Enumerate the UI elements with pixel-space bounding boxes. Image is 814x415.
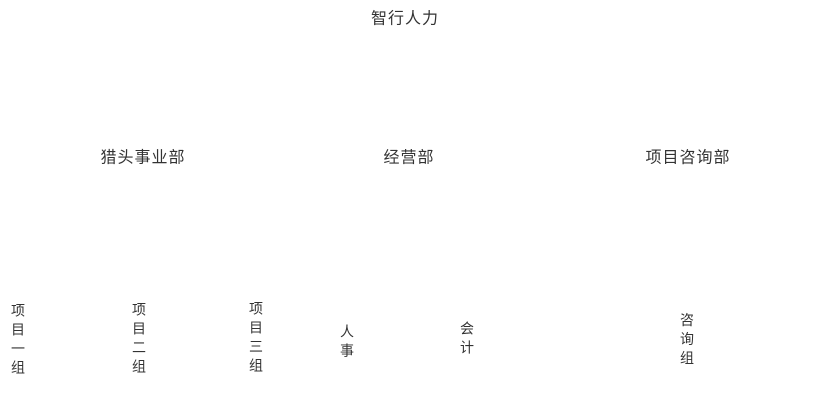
org-node-team[interactable]: 项目二组 <box>130 302 146 378</box>
org-node-department[interactable]: 猎头事业部 <box>100 147 186 167</box>
org-node-team[interactable]: 咨询组 <box>678 312 694 370</box>
org-node-department[interactable]: 经营部 <box>383 147 435 167</box>
org-node-team[interactable]: 会计 <box>458 321 474 359</box>
org-node-team[interactable]: 人事 <box>338 324 354 362</box>
org-node-root[interactable]: 智行人力 <box>370 8 440 28</box>
org-node-team[interactable]: 项目一组 <box>9 303 25 379</box>
org-node-department[interactable]: 项目咨询部 <box>645 147 731 167</box>
org-node-team[interactable]: 项目三组 <box>247 301 263 377</box>
